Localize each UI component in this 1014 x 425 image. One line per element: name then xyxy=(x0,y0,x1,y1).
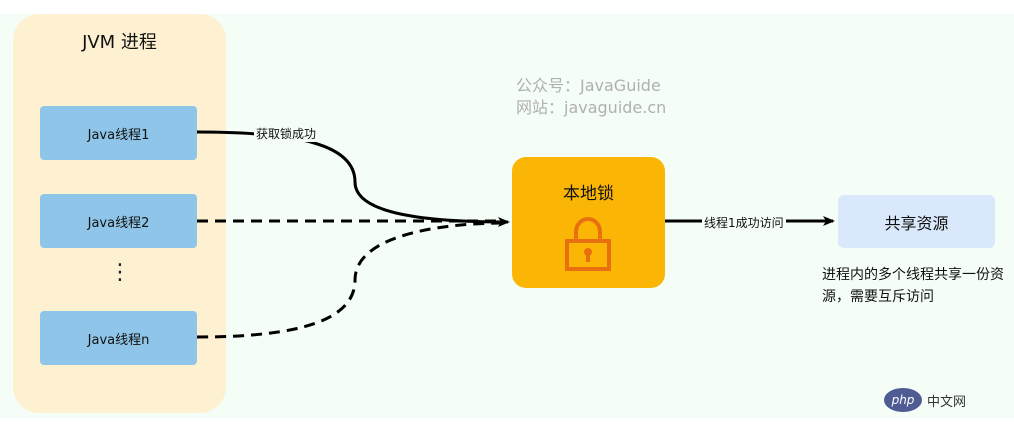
edge-thread1-to-lock xyxy=(196,130,510,227)
local-lock-title: 本地锁 xyxy=(563,184,614,204)
php-logo-badge: php xyxy=(884,388,922,412)
thread-box-n: Java线程n xyxy=(40,311,197,365)
watermark-line-1: 公众号：JavaGuide xyxy=(516,76,661,95)
jvm-process-title: JVM 进程 xyxy=(82,32,157,53)
padlock-icon xyxy=(565,216,611,271)
shared-resource-box: 共享资源 xyxy=(838,195,995,248)
watermark: 公众号：JavaGuide 网站：javaguide.cn xyxy=(516,75,666,119)
local-lock-box xyxy=(512,157,665,288)
watermark-line-2: 网站：javaguide.cn xyxy=(516,98,667,117)
edge-threadn-to-lock xyxy=(196,221,501,339)
thread-box-2: Java线程2 xyxy=(40,194,197,248)
resource-note: 进程内的多个线程共享一份资源，需要互斥访问 xyxy=(822,267,1004,305)
php-logo-text: 中文网 xyxy=(927,394,967,410)
access-label: 线程1成功访问 xyxy=(702,214,786,231)
thread-box-1: Java线程1 xyxy=(40,106,197,160)
acquire-lock-label: 获取锁成功 xyxy=(254,125,319,142)
php-logo: php 中文网 xyxy=(884,387,966,413)
